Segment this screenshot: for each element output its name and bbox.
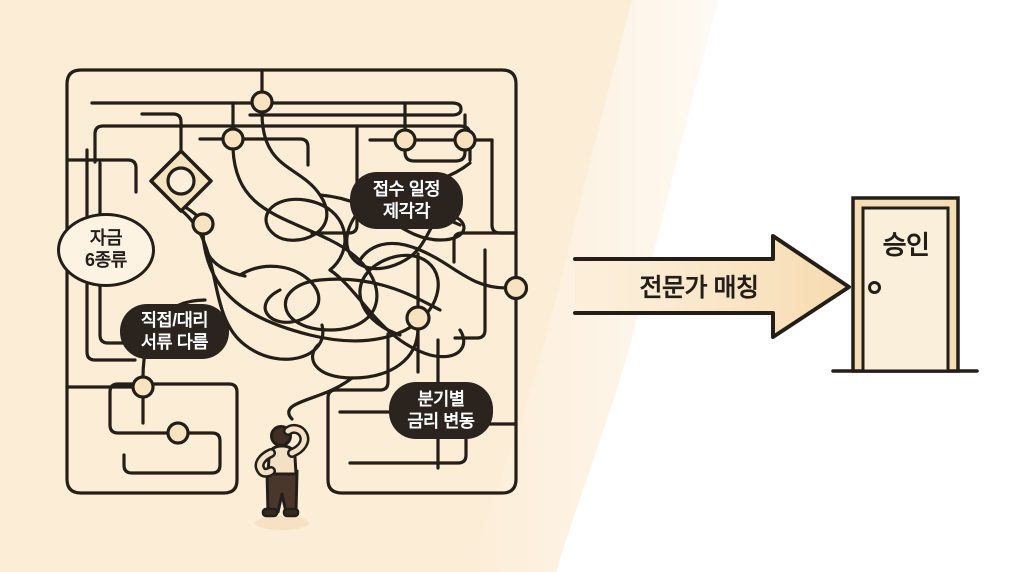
matching-arrow [573, 234, 851, 339]
funds-label-line1: 자금 [89, 228, 123, 249]
rates-badge-line1: 분기별 [417, 388, 465, 409]
funds-label-line2: 6종류 [85, 250, 127, 270]
person-figure [254, 423, 310, 530]
arrow-label: 전문가 매칭 [639, 274, 759, 302]
documents-badge-line2: 서류 다름 [140, 331, 209, 352]
funds-types-label: 자금 6종류 [57, 213, 155, 287]
person-shoe-left [261, 507, 279, 518]
arrow-outline [573, 234, 851, 339]
rates-badge: 분기별 금리 변동 [389, 382, 493, 439]
door-knob [868, 281, 881, 294]
dangling-thread [287, 376, 354, 421]
maze-junction-nodes [131, 90, 529, 445]
schedule-badge-line1: 접수 일정 [372, 178, 441, 199]
schedule-badge: 접수 일정 제각각 [350, 172, 463, 229]
documents-badge: 직접/대리 서류 다름 [120, 304, 229, 359]
person-shadow [255, 516, 309, 530]
diamond-junction-hole [166, 166, 196, 196]
door-approval-label: 승인 [882, 229, 930, 260]
maze-outer-border [65, 68, 518, 495]
documents-badge-line1: 직접/대리 [140, 309, 209, 330]
schedule-badge-line2: 제각각 [382, 200, 431, 221]
door-illustration [831, 196, 979, 373]
person-shoe-right [282, 507, 300, 518]
maze-illustration [65, 68, 529, 495]
rates-badge-line2: 금리 변동 [407, 410, 475, 431]
